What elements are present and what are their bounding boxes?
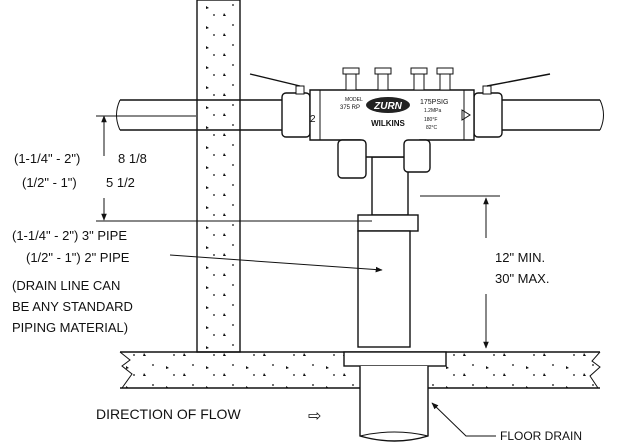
floor-drain-leader — [431, 402, 496, 437]
drain-note-line1: (DRAIN LINE CAN — [12, 278, 120, 293]
height-max: 30" MAX. — [495, 271, 549, 286]
drain-pipe — [357, 156, 419, 348]
pipe-size-line2: (1/2" - 1") 2" PIPE — [26, 250, 130, 265]
flow-label: DIRECTION OF FLOW — [96, 406, 241, 422]
pipe-size-leader — [169, 254, 383, 273]
dim-line1-value: 8 1/8 — [118, 151, 147, 166]
brand-text: ZURN — [373, 101, 403, 112]
supply-pipe — [116, 99, 604, 131]
model-caption: MODEL — [345, 97, 363, 103]
dimension-top — [96, 115, 372, 222]
floor-drain-label: FLOOR DRAIN — [500, 429, 582, 443]
flow-direction-icon: ⇨ — [308, 408, 321, 425]
dim-line2-value: 5 1/2 — [106, 175, 135, 190]
temp-f: 180°F — [424, 117, 437, 123]
height-min: 12" MIN. — [495, 250, 545, 265]
dimension-height — [420, 195, 500, 349]
flow-arrow-icon — [461, 109, 471, 121]
dim-line2-spec: (1/2" - 1") — [22, 175, 77, 190]
brand-logo — [366, 97, 410, 113]
pipe-size-line1: (1-1/4" - 2") 3" PIPE — [12, 228, 127, 243]
pressure-mpa: 1.2MPa — [424, 108, 441, 114]
drain-note-line3: PIPING MATERIAL) — [12, 320, 128, 335]
port-number: 2 — [310, 114, 316, 125]
floor-drain — [343, 351, 447, 442]
dim-line1-spec: (1-1/4" - 2") — [14, 151, 80, 166]
drain-note-line2: BE ANY STANDARD — [12, 299, 133, 314]
backflow-valve: ZURN WILKINS MODEL 375 RP 175PSIG 1.2MPa… — [249, 67, 551, 179]
sub-brand-text: WILKINS — [371, 119, 405, 128]
temp-c: 82°C — [426, 125, 438, 131]
model-number: 375 RP — [340, 105, 360, 111]
pressure-psi: 175PSIG — [420, 99, 448, 106]
wall — [196, 0, 241, 353]
test-cocks — [342, 67, 454, 91]
